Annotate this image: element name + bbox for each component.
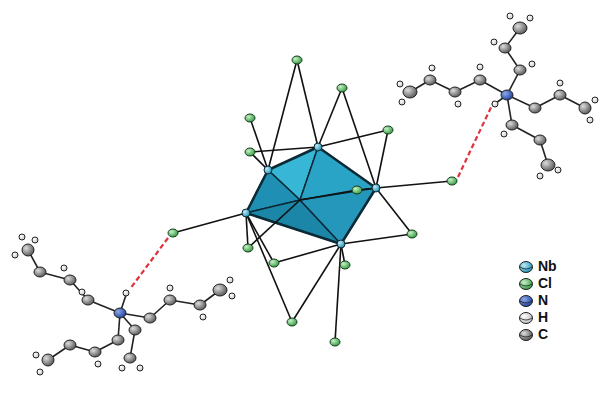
legend-label: Cl (538, 275, 552, 292)
atom-icon (518, 294, 534, 308)
legend-label: N (538, 292, 548, 309)
legend-label: Nb (538, 258, 557, 275)
legend-label: H (538, 309, 548, 326)
atom-icon (518, 328, 534, 342)
atom-icon (518, 311, 534, 325)
legend-item: N (518, 292, 557, 309)
atom-icon (518, 260, 534, 274)
legend: NbClNHC (518, 258, 557, 343)
legend-item: C (518, 326, 557, 343)
legend-item: Nb (518, 258, 557, 275)
legend-label: C (538, 326, 548, 343)
legend-item: Cl (518, 275, 557, 292)
legend-item: H (518, 309, 557, 326)
atom-icon (518, 277, 534, 291)
